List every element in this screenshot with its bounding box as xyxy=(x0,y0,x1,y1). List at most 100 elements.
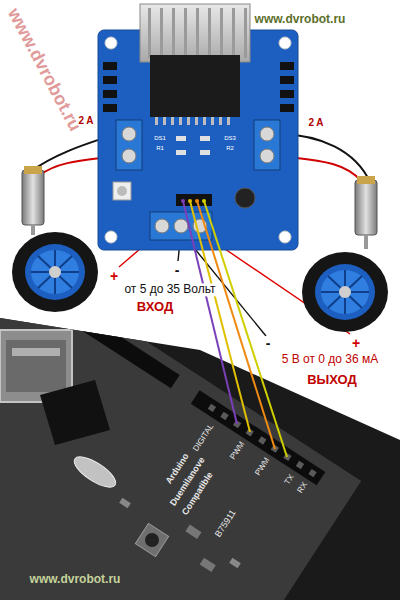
signal-wires-part xyxy=(181,199,185,203)
arduino-photo-part-part-part xyxy=(200,558,216,572)
silkscreen-text: DS3 xyxy=(223,135,237,142)
driver-board-part-part xyxy=(200,136,210,141)
right-motor-part xyxy=(355,180,377,235)
left-motor-part xyxy=(49,266,61,278)
silkscreen-text: R2 xyxy=(225,145,235,152)
driver-board-part-part xyxy=(103,90,117,98)
right-motor-part xyxy=(315,264,375,320)
left-motor-part xyxy=(31,225,35,235)
driver-board-part-part xyxy=(244,8,247,58)
driver-board-part-part xyxy=(176,136,186,141)
silkscreen-text: DS1 xyxy=(153,135,167,142)
board-code: B75911 xyxy=(213,508,239,541)
driver-board-part xyxy=(176,194,212,206)
driver-board-part-part xyxy=(184,8,187,58)
driver-board-part-part xyxy=(196,8,199,58)
driver-board-part-part xyxy=(148,8,151,58)
arduino-photo-part-part xyxy=(6,340,66,392)
signal-wires-part xyxy=(202,199,206,203)
right-motor-part xyxy=(364,235,368,249)
right-motor-part xyxy=(302,252,388,332)
right-motor-part-part xyxy=(328,276,362,308)
driver-board-part xyxy=(105,37,117,49)
driver-board-part-part xyxy=(155,117,158,125)
arduino-photo-part-part-part xyxy=(185,525,201,539)
current-rating: 2 A xyxy=(77,115,94,126)
driver-board-part-part xyxy=(203,117,206,125)
driver-board-part-part xyxy=(103,76,117,84)
arduino-photo-part-part-part xyxy=(308,469,316,477)
left-motor-part-part xyxy=(38,256,72,288)
signal-wires-part xyxy=(183,201,237,424)
silkscreen-text: R1 xyxy=(155,145,165,152)
driver-board-part xyxy=(174,219,188,233)
left-motor xyxy=(12,166,98,312)
driver-board-part xyxy=(116,120,142,170)
driver-board-part xyxy=(113,182,131,200)
signal-wires-part xyxy=(195,199,199,203)
arduino-photo-part-part xyxy=(70,451,120,492)
driver-board xyxy=(98,4,298,250)
left-motor-part-part xyxy=(38,256,72,288)
arduino-photo-part-part xyxy=(229,558,241,568)
input-voltage: от 5 до 35 Вольт xyxy=(123,283,216,296)
arduino-photo-part-part xyxy=(0,165,361,600)
left-motor-part xyxy=(31,250,79,294)
pin-label: PWM xyxy=(228,440,247,463)
signal-wires xyxy=(181,199,287,457)
driver-board-part-part xyxy=(208,8,211,58)
driver-board-part-part xyxy=(200,150,210,155)
driver-board-part xyxy=(148,8,247,58)
driver-board-part-part xyxy=(220,8,223,58)
input-title: ВХОД xyxy=(136,300,174,314)
arduino-photo-part-part xyxy=(145,533,159,547)
polarity-sign: + xyxy=(351,336,361,351)
right-motor-part xyxy=(321,270,369,314)
output-title: ВЫХОД xyxy=(306,373,358,387)
driver-board-part xyxy=(98,30,298,250)
driver-board-part xyxy=(279,231,291,243)
driver-board-part xyxy=(254,120,280,170)
left-motor-part xyxy=(22,170,44,225)
driver-board-part xyxy=(155,117,230,125)
arduino-photo-part-part-part xyxy=(0,165,361,600)
arduino-photo xyxy=(0,165,400,600)
driver-board-part xyxy=(140,4,250,62)
arduino-photo-part-part xyxy=(40,380,110,445)
pin-label: PWM xyxy=(253,456,272,479)
polarity-sign: - xyxy=(265,336,272,351)
polarity-sign: - xyxy=(174,263,181,278)
right-motor-part-part xyxy=(328,276,362,308)
left-motor-part xyxy=(31,250,79,294)
pin-label: TX xyxy=(283,472,297,487)
driver-board-part-part xyxy=(187,117,190,125)
driver-board-part xyxy=(235,188,255,208)
driver-board-part xyxy=(260,127,274,141)
watermark: www.dvrobot.ru xyxy=(3,4,85,135)
arduino-photo-part-part-part xyxy=(220,412,228,420)
driver-board-part-part xyxy=(103,104,117,112)
arduino-photo-part-part xyxy=(12,348,60,356)
arduino-photo-part-part-part xyxy=(258,436,266,444)
driver-board-part-part xyxy=(211,117,214,125)
left-motor-part xyxy=(25,244,85,300)
driver-board-part-part xyxy=(176,150,186,155)
arduino-photo-part-part xyxy=(119,498,131,508)
pin-label: DIGITAL xyxy=(191,422,216,454)
driver-board-part-part xyxy=(163,117,166,125)
arduino-photo-part-part-part xyxy=(296,461,304,469)
driver-board-part-part xyxy=(280,62,294,70)
signal-wires-part xyxy=(197,201,275,449)
output-spec: 5 В от 0 до 36 мА xyxy=(281,353,380,366)
driver-board-part-part xyxy=(179,117,182,125)
driver-board-part xyxy=(176,136,210,155)
driver-board-part-part xyxy=(172,8,175,58)
driver-board-part xyxy=(117,186,127,196)
arduino-photo-part xyxy=(0,165,361,600)
right-motor-part xyxy=(357,176,375,184)
driver-board-part xyxy=(105,231,117,243)
driver-board-part xyxy=(122,149,136,163)
driver-board-part-part xyxy=(232,8,235,58)
